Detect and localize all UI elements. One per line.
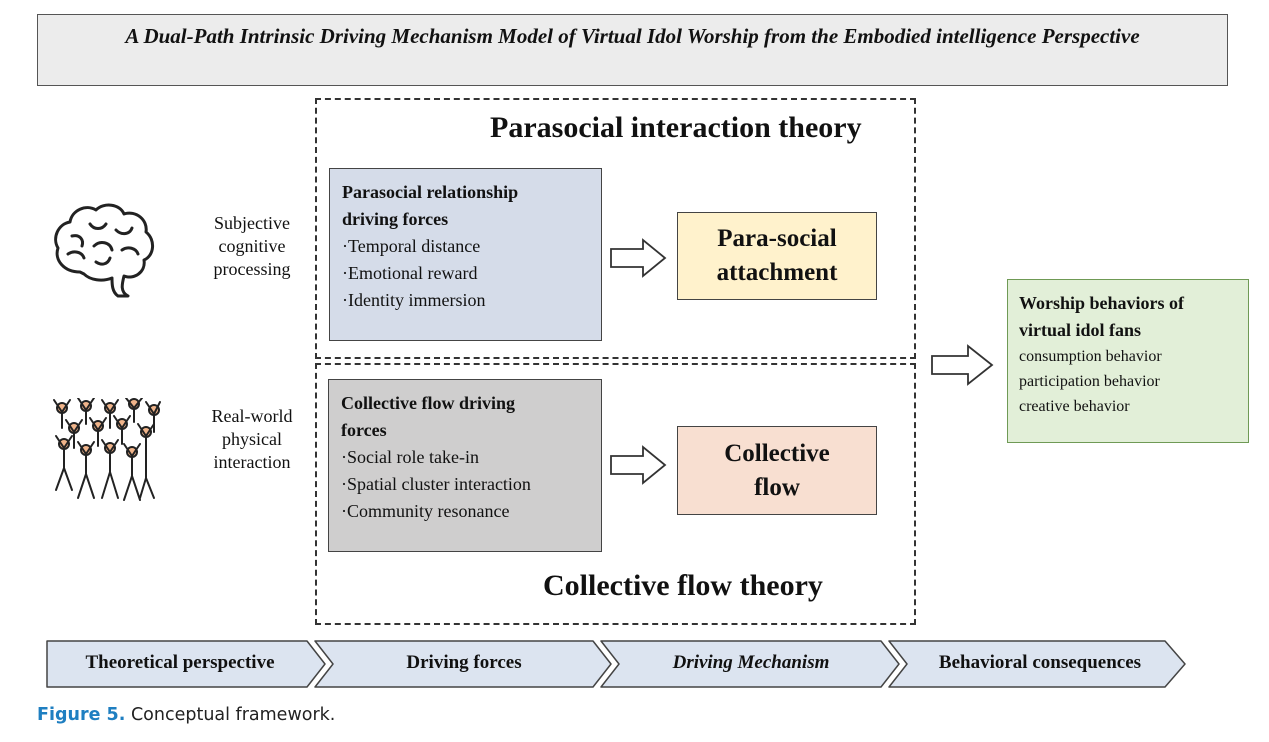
worship-behaviors-box: Worship behaviors of virtual idol fans c… xyxy=(1007,279,1249,443)
stage-chevron xyxy=(314,640,612,688)
perspective-line: interaction xyxy=(213,452,291,472)
behavior-item: participation behavior xyxy=(1019,373,1160,390)
force-item: ·Community resonance xyxy=(341,501,510,521)
perspective-line: physical xyxy=(222,429,282,449)
stage-label-consequences: Behavioral consequences xyxy=(938,652,1142,673)
behavior-item: consumption behavior xyxy=(1019,348,1162,365)
behaviors-heading: Worship behaviors of xyxy=(1019,293,1185,313)
stage-label-mechanism: Driving Mechanism xyxy=(672,652,830,673)
behaviors-heading: virtual idol fans xyxy=(1019,320,1142,340)
arrow-right-icon xyxy=(610,445,667,485)
behavior-item: creative behavior xyxy=(1019,398,1130,415)
mechanism-line: Para-social xyxy=(717,225,837,252)
perspective-label-bottom: Real-world physical interaction xyxy=(196,405,308,474)
mechanism-line: flow xyxy=(754,473,800,501)
stage-label-forces: Driving forces xyxy=(406,652,522,673)
perspective-line: Real-world xyxy=(211,406,293,426)
forces-heading: Parasocial relationship xyxy=(342,182,519,202)
theory-label-parasocial: Parasocial interaction theory xyxy=(490,111,862,144)
force-item: ·Emotional reward xyxy=(342,263,478,283)
caption-text: Conceptual framework. xyxy=(130,705,336,725)
crowd-icon xyxy=(53,398,161,501)
mechanism-line: attachment xyxy=(716,259,838,286)
force-item: ·Social role take-in xyxy=(341,447,479,467)
force-item: ·Temporal distance xyxy=(342,236,481,256)
theory-label-collective: Collective flow theory xyxy=(543,569,823,602)
parasocial-zone xyxy=(315,98,916,359)
caption-label: Figure 5. xyxy=(37,705,126,725)
stage-label-perspective: Theoretical perspective xyxy=(85,652,275,673)
brain-icon xyxy=(54,203,154,298)
stage-chevron xyxy=(888,640,1186,688)
stage-chevron xyxy=(600,640,900,688)
figure-caption: Figure 5. Conceptual framework. xyxy=(37,705,335,725)
stage-bar xyxy=(46,640,1186,688)
para-social-attachment-box: Para-social attachment xyxy=(677,212,877,300)
collective-flow-box: Collective flow xyxy=(677,426,877,515)
arrow-right-icon xyxy=(610,238,667,278)
parasocial-forces-box: Parasocial relationship driving forces ·… xyxy=(329,168,602,341)
forces-heading: forces xyxy=(341,420,387,440)
perspective-label-top: Subjective cognitive processing xyxy=(196,212,308,281)
force-item: ·Spatial cluster interaction xyxy=(341,474,531,494)
stage-chevron xyxy=(46,640,326,688)
arrow-right-icon xyxy=(931,344,994,386)
mechanism-line: Collective xyxy=(724,439,830,467)
perspective-line: processing xyxy=(213,259,291,279)
perspective-line: Subjective xyxy=(214,213,290,233)
forces-heading: driving forces xyxy=(342,209,449,229)
forces-heading: Collective flow driving xyxy=(341,393,515,413)
force-item: ·Identity immersion xyxy=(342,290,486,310)
collective-forces-box: Collective flow driving forces ·Social r… xyxy=(328,379,602,552)
collective-flow-zone xyxy=(315,363,916,625)
perspective-line: cognitive xyxy=(218,236,286,256)
diagram-title: A Dual-Path Intrinsic Driving Mechanism … xyxy=(37,14,1228,86)
